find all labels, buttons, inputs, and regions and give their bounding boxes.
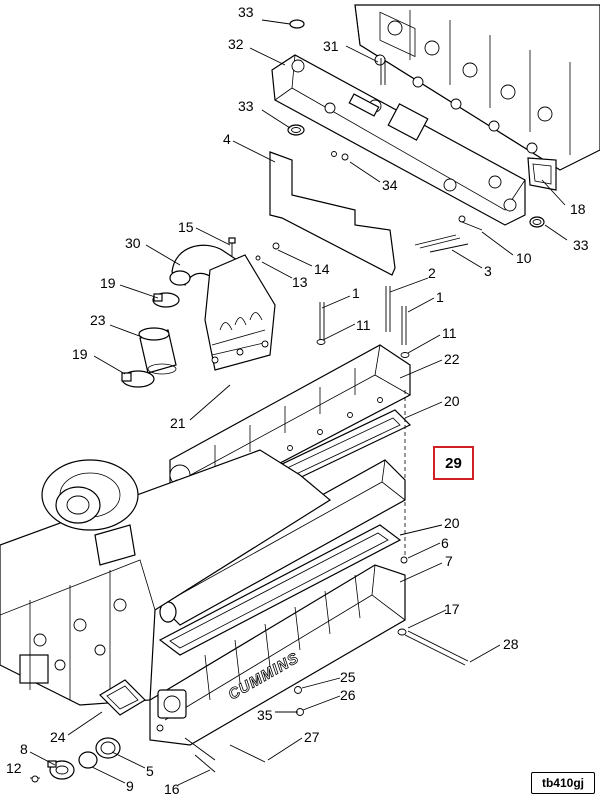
- shield-plate-4: [269, 151, 396, 276]
- washer-11-right: [400, 352, 410, 358]
- clamp-19-top: [152, 292, 180, 308]
- callout-6: 6: [441, 535, 449, 551]
- callout-31: 31: [323, 38, 339, 54]
- bracket-21: [204, 254, 276, 371]
- callout-23: 23: [90, 312, 106, 328]
- callout-10: 10: [516, 250, 532, 266]
- washer-11-left: [316, 339, 326, 345]
- clamp-19-bottom: [121, 370, 155, 388]
- callout-32: 32: [228, 36, 244, 52]
- callout-13: 13: [292, 274, 308, 290]
- elbow-8: [47, 760, 75, 780]
- callout-18: 18: [570, 201, 586, 217]
- callout-5: 5: [146, 763, 154, 779]
- callout-33-mid: 33: [238, 98, 254, 114]
- callout-2: 2: [428, 265, 436, 281]
- callout-8: 8: [20, 741, 28, 757]
- plug-34: [331, 151, 349, 161]
- callout-28: 28: [503, 636, 519, 652]
- o-ring-33-top: [289, 19, 305, 29]
- clamp-9: [78, 751, 98, 769]
- screw-12: [30, 775, 40, 783]
- callout-12: 12: [6, 760, 22, 776]
- screw-15: [228, 237, 236, 256]
- callout-30: 30: [125, 235, 141, 251]
- bolts-10-3: [414, 215, 483, 253]
- callout-1-left: 1: [352, 285, 360, 301]
- callout-33-top: 33: [238, 4, 254, 20]
- callout-15: 15: [178, 219, 194, 235]
- callout-11-left: 11: [356, 317, 371, 333]
- sleeve-23: [138, 327, 177, 375]
- callout-16: 16: [164, 781, 180, 797]
- callout-22: 22: [444, 351, 460, 367]
- gasket-18: [527, 157, 557, 191]
- callout-27: 27: [304, 729, 320, 745]
- callout-20-lower: 20: [444, 515, 460, 531]
- gasket-24: [99, 679, 146, 716]
- callout-19-bottom: 19: [72, 346, 88, 362]
- callout-21: 21: [170, 415, 186, 431]
- callout-34: 34: [382, 177, 398, 193]
- callout-17: 17: [444, 601, 460, 617]
- callout-20-upper: 20: [444, 393, 460, 409]
- engine-block: [0, 449, 332, 706]
- callout-1-right: 1: [436, 289, 444, 305]
- turbocharger: [41, 459, 139, 566]
- nut-14: [272, 242, 280, 250]
- bolts-1-2: [319, 286, 407, 345]
- callout-4: 4: [223, 131, 231, 147]
- highlighted-callout-number: 29: [445, 454, 462, 472]
- reference-code-text: tb410gj: [541, 776, 584, 790]
- stud-31: [380, 58, 386, 85]
- callout-9: 9: [126, 778, 134, 794]
- callout-33-right: 33: [573, 237, 589, 253]
- callout-3: 3: [484, 263, 492, 279]
- callout-19-top: 19: [100, 275, 116, 291]
- upper-manifold-rail: [271, 54, 526, 226]
- callout-14: 14: [314, 261, 330, 277]
- seal-ring-5: [95, 737, 121, 759]
- bolts-17-28: [397, 628, 469, 666]
- gasket-20-lower: [158, 524, 402, 656]
- callout-labels: 33 31 32 33 4 34 18 33 10 3 15 14 13 30 …: [6, 4, 589, 797]
- leader-lines: [29, 19, 568, 786]
- callout-25: 25: [340, 669, 356, 685]
- reference-code-label: tb410gj: [531, 772, 595, 794]
- plug-25: [294, 686, 302, 694]
- highlighted-callout-box: 29: [433, 446, 474, 480]
- cylinder-head-top: [354, 4, 600, 171]
- callout-26: 26: [340, 687, 356, 703]
- bolts-27-16: [184, 737, 266, 773]
- fitting-6: [400, 556, 408, 564]
- callout-7: 7: [445, 553, 453, 569]
- callout-24: 24: [50, 729, 66, 745]
- callout-35: 35: [257, 707, 273, 723]
- callout-11-right: 11: [442, 325, 457, 341]
- washer-13: [255, 255, 261, 261]
